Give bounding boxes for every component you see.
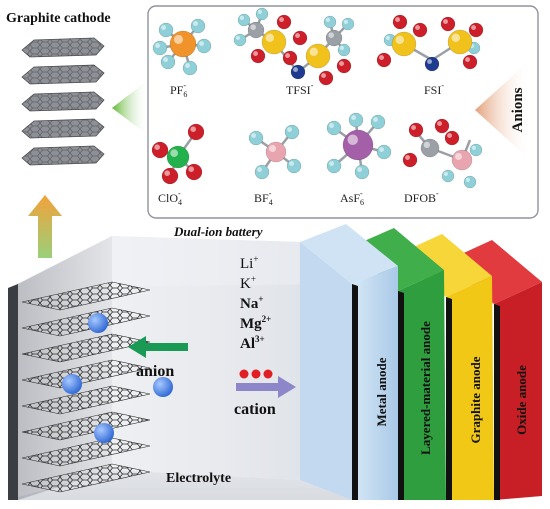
fsi-molecule (376, 14, 484, 72)
graphene-sheet (21, 281, 151, 311)
anion-label: anion (136, 363, 174, 380)
cation-item: Al3+ (240, 334, 265, 352)
cathode-layer (21, 91, 105, 112)
pf6-molecule (152, 18, 212, 76)
anion-formula: TFSI- (286, 81, 314, 97)
battery-title: Dual-ion battery (173, 224, 263, 239)
cation-item: Li+ (240, 254, 258, 272)
anode-label: Layered-material anode (418, 321, 433, 455)
intercalated-anion (88, 313, 108, 333)
cathode-inflow-arrow (112, 80, 148, 135)
dfob-molecule (402, 118, 483, 189)
anion-formula: BF4- (254, 189, 273, 207)
anions-label: Anions (510, 87, 526, 132)
electrolyte-label: Electrolyte (166, 471, 231, 486)
anion-formula-labels: PF6- TFSI- FSI- ClO4- BF4- AsF6- DFOB- (158, 81, 444, 207)
graphene-sheet (21, 333, 151, 363)
graphite-cathode-stack (21, 281, 151, 493)
metal-anode-plate (300, 224, 398, 500)
cation-label: cation (234, 401, 276, 418)
cation-list: Li+ K+ Na+ Mg2+ Al3+ (240, 254, 271, 352)
anode-label: Oxide anode (514, 365, 529, 435)
anode-labels: Metal anode Layered-material anode Graphit… (374, 321, 529, 455)
anion-molecules (151, 7, 484, 189)
clo4-molecule (151, 123, 205, 185)
anion-formula: DFOB- (404, 189, 439, 205)
graphene-sheet (21, 437, 151, 467)
graphene-sheet (21, 359, 151, 389)
cathode-layers (21, 37, 105, 166)
graphene-sheet (21, 463, 151, 493)
free-anion (153, 377, 173, 397)
intercalated-anions (62, 313, 114, 443)
anode-label: Graphite anode (468, 356, 483, 443)
anion-arrow (128, 336, 188, 358)
layered-anode-plate (348, 228, 446, 500)
tfsi-molecule (233, 7, 355, 86)
graphene-sheet (21, 307, 151, 337)
graphite-anode-plate (396, 234, 494, 500)
cathode-layer (21, 118, 105, 139)
anion-formula: ClO4- (158, 189, 182, 207)
anode-plates (300, 224, 542, 500)
intercalated-anion (94, 423, 114, 443)
cathode-layer (21, 37, 105, 58)
up-arrow (28, 195, 62, 258)
cathode-layer (21, 145, 105, 166)
cathode-title: Graphite cathode (6, 11, 111, 26)
asf6-molecule (326, 112, 392, 180)
anion-formula: AsF6- (340, 189, 364, 207)
anions-panel-frame (147, 5, 539, 219)
cation-item: Na+ (240, 294, 263, 312)
cathode-layer (21, 64, 105, 85)
anion-formula: FSI- (424, 81, 444, 97)
intercalated-anion (62, 374, 82, 394)
anion-formula: PF6- (170, 81, 187, 99)
cation-dots (239, 369, 273, 379)
anode-label: Metal anode (374, 357, 389, 426)
cation-arrow (236, 376, 296, 398)
cation-item: K+ (240, 274, 256, 292)
bf4-molecule (248, 124, 302, 180)
cation-item: Mg2+ (240, 314, 271, 332)
anions-arrow (475, 60, 530, 160)
graphene-sheet (21, 385, 151, 415)
graphene-sheet (21, 411, 151, 441)
oxide-anode-plate (444, 240, 542, 500)
